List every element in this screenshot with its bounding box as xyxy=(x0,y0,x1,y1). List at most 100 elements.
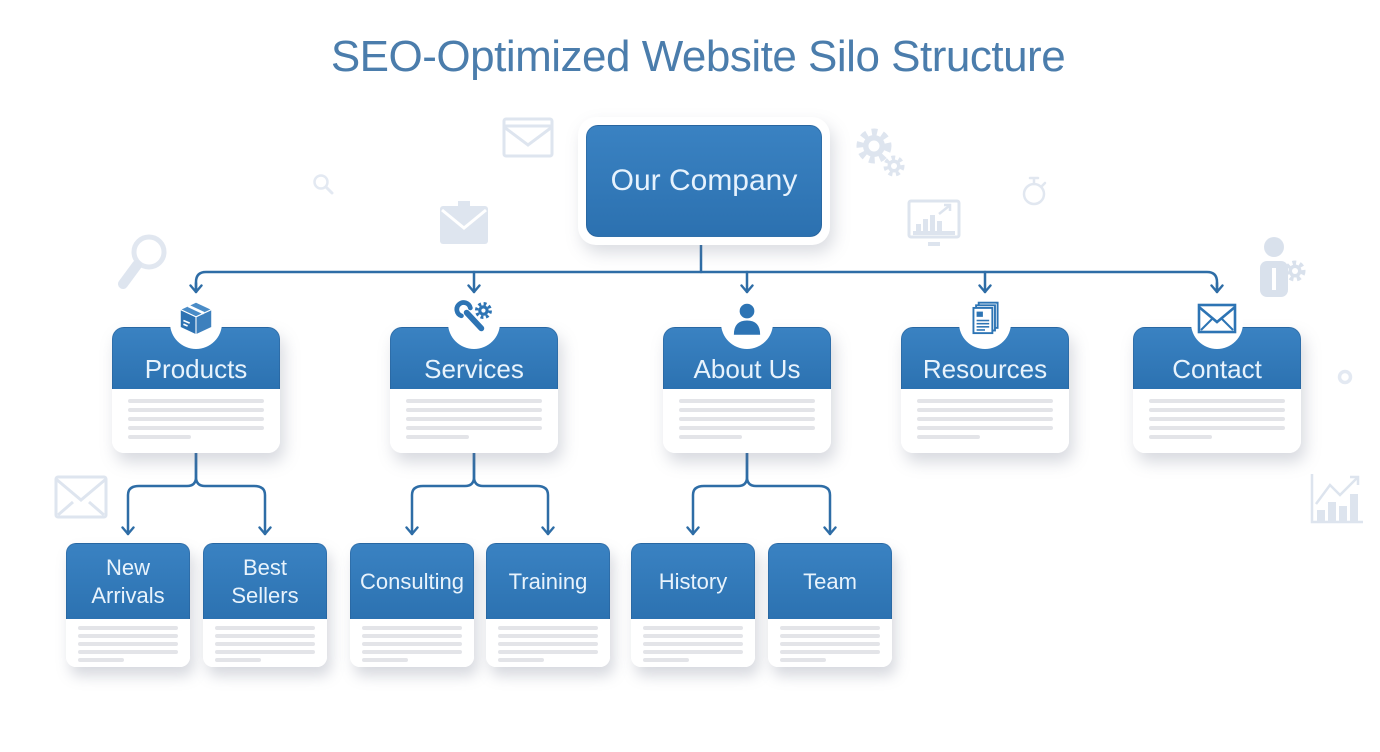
placeholder-line xyxy=(128,417,264,421)
node-label: Training xyxy=(508,568,588,594)
placeholder-line xyxy=(780,626,880,630)
magnifier-icon xyxy=(112,230,172,303)
person-icon xyxy=(721,297,773,349)
placeholder-line xyxy=(128,435,191,439)
placeholder-line xyxy=(780,658,826,662)
node-header: Consulting xyxy=(350,543,474,619)
placeholder-line xyxy=(643,626,743,630)
diagram-title: SEO-Optimized Website Silo Structure xyxy=(330,32,1066,81)
placeholder-line xyxy=(498,658,544,662)
node-label: Contact xyxy=(1172,354,1262,384)
node-body xyxy=(390,389,558,453)
placeholder-line xyxy=(917,417,1053,421)
node-label: About Us xyxy=(693,354,801,384)
node-body xyxy=(203,619,327,667)
placeholder-line xyxy=(1149,435,1212,439)
node-body xyxy=(768,619,892,667)
placeholder-line xyxy=(1149,408,1285,412)
envelope-icon xyxy=(53,473,109,526)
node-label: Best Sellers xyxy=(231,555,299,608)
placeholder-line xyxy=(78,626,178,630)
placeholder-line xyxy=(498,642,598,646)
placeholder-line xyxy=(679,408,815,412)
placeholder-line xyxy=(406,399,542,403)
placeholder-line xyxy=(215,650,315,654)
placeholder-line xyxy=(917,426,1053,430)
gears-icon xyxy=(850,124,912,191)
node-body xyxy=(1133,389,1301,453)
placeholder-line xyxy=(215,626,315,630)
placeholder-line xyxy=(128,408,264,412)
placeholder-line xyxy=(679,417,815,421)
placeholder-line xyxy=(780,642,880,646)
placeholder-line xyxy=(362,658,408,662)
placeholder-line xyxy=(679,435,742,439)
documents-icon xyxy=(959,297,1011,349)
growth-chart-icon xyxy=(1306,470,1366,533)
node-about-us: About Us xyxy=(663,297,831,453)
node-body xyxy=(631,619,755,667)
node-header: Training xyxy=(486,543,610,619)
node-body xyxy=(901,389,1069,453)
node-body xyxy=(486,619,610,667)
placeholder-line xyxy=(679,426,815,430)
node-label: New Arrivals xyxy=(91,555,165,608)
placeholder-line xyxy=(215,634,315,638)
node-header: New Arrivals xyxy=(66,543,190,619)
placeholder-line xyxy=(643,650,743,654)
node-label: Team xyxy=(803,568,857,594)
envelope-icon xyxy=(1191,297,1243,349)
placeholder-line xyxy=(679,399,815,403)
placeholder-line xyxy=(128,426,264,430)
node-header: Best Sellers xyxy=(203,543,327,619)
node-label: History xyxy=(658,568,728,594)
node-label: Our Company xyxy=(610,164,798,197)
node-services: Services xyxy=(390,297,558,453)
node-products: Products xyxy=(112,297,280,453)
placeholder-line xyxy=(780,650,880,654)
box-icon xyxy=(170,297,222,349)
placeholder-line xyxy=(78,658,124,662)
node-header: Team xyxy=(768,543,892,619)
node-contact: Contact xyxy=(1133,297,1301,453)
person-gear-icon xyxy=(1250,234,1312,309)
magnifier-icon xyxy=(311,172,335,201)
placeholder-line xyxy=(406,435,469,439)
node-training: Training xyxy=(486,543,610,667)
placeholder-line xyxy=(406,408,542,412)
placeholder-line xyxy=(643,658,689,662)
envelope-icon xyxy=(438,200,490,251)
placeholder-line xyxy=(362,634,462,638)
ring-icon xyxy=(1336,368,1354,391)
placeholder-line xyxy=(780,634,880,638)
placeholder-line xyxy=(215,642,315,646)
placeholder-line xyxy=(78,650,178,654)
node-our-company: Our Company xyxy=(578,117,830,245)
node-body xyxy=(663,389,831,453)
placeholder-line xyxy=(498,634,598,638)
node-body xyxy=(350,619,474,667)
node-label: Consulting xyxy=(360,568,464,594)
placeholder-line xyxy=(917,399,1053,403)
placeholder-line xyxy=(498,626,598,630)
placeholder-line xyxy=(917,435,980,439)
monitor-chart-icon xyxy=(906,198,962,253)
placeholder-line xyxy=(917,408,1053,412)
placeholder-line xyxy=(643,634,743,638)
node-header: History xyxy=(631,543,755,619)
wrench-gear-icon xyxy=(448,297,500,349)
placeholder-line xyxy=(406,417,542,421)
node-header: Our Company xyxy=(586,125,822,237)
node-team: Team xyxy=(768,543,892,667)
placeholder-line xyxy=(498,650,598,654)
placeholder-line xyxy=(1149,399,1285,403)
placeholder-line xyxy=(362,650,462,654)
placeholder-line xyxy=(215,658,261,662)
node-history: History xyxy=(631,543,755,667)
node-label: Resources xyxy=(922,354,1048,384)
placeholder-line xyxy=(78,634,178,638)
node-label: Services xyxy=(424,354,524,384)
placeholder-line xyxy=(643,642,743,646)
